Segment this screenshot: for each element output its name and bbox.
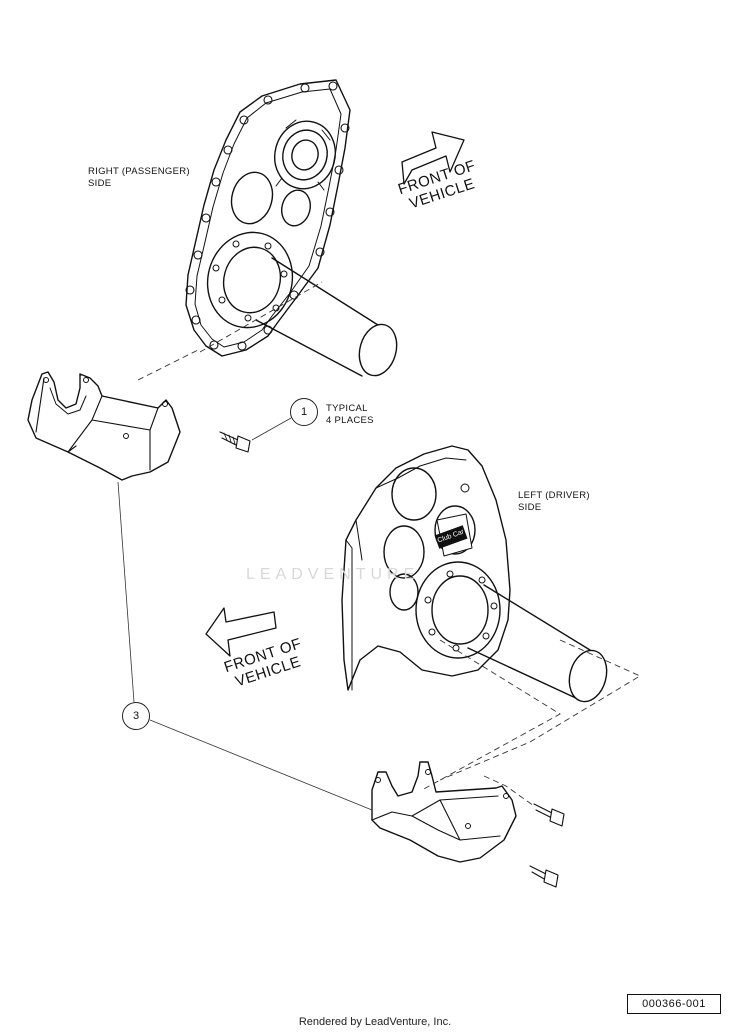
bolt-bottom-1 [533,803,565,827]
callout-3: 3 [122,702,150,730]
left-side-label: LEFT (DRIVER) SIDE [518,490,590,514]
front-arrow-top [401,131,465,185]
front-arrow-bottom [205,607,277,657]
typical-note: TYPICAL 4 PLACES [326,403,374,427]
left-side-label-line2: SIDE [518,502,542,513]
typical-note-line1: TYPICAL [326,403,368,414]
right-splash-shield [27,371,181,481]
right-side-label-line1: RIGHT (PASSENGER) [88,166,190,177]
leader-lines [117,417,373,811]
callout-1: 1 [290,398,318,426]
alignment-dashed-lines [137,281,641,807]
left-splash-shield [371,761,517,863]
right-side-label-line2: SIDE [88,178,112,189]
bolt-bottom-2 [529,865,559,888]
left-side-label-line1: LEFT (DRIVER) [518,490,590,501]
bolt-top [219,431,251,453]
typical-note-line2: 4 PLACES [326,415,374,426]
figure-number: 000366-001 [627,994,721,1014]
right-axle-housing [185,79,398,377]
right-side-label: RIGHT (PASSENGER) SIDE [88,166,190,190]
watermark: LEADVENTURE [246,566,420,583]
footer-credit: Rendered by LeadVenture, Inc. [298,1016,452,1028]
